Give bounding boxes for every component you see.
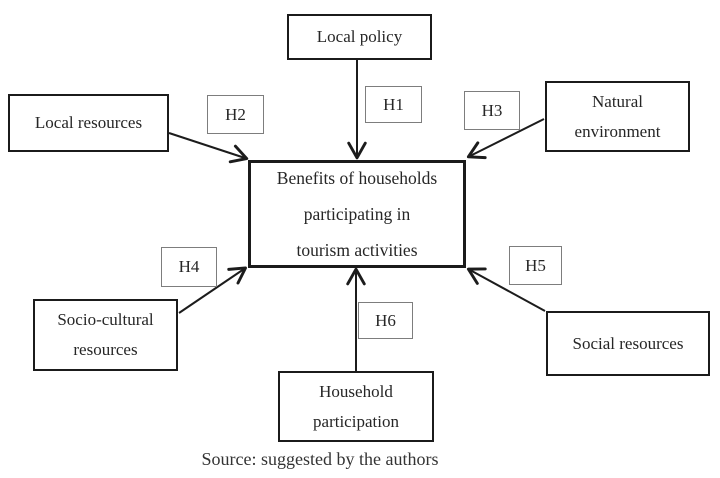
node-socio-cultural-resources: Socio-cultural resources [33, 299, 178, 371]
node-local-policy: Local policy [287, 14, 432, 60]
node-natural-environment: Natural environment [545, 81, 690, 152]
node-socio-cultural-line1: Socio-cultural [57, 310, 154, 329]
node-natural-environment-line1: Natural [592, 91, 643, 111]
hypothesis-h1-text: H1 [383, 94, 404, 114]
hypothesis-h5-text: H5 [525, 255, 546, 275]
arrow-h5-social-resources-to-center [466, 267, 546, 312]
node-household-participation: Household participation [278, 371, 434, 442]
node-natural-environment-line2: environment [574, 121, 661, 141]
hypothesis-label-h3: H3 [464, 91, 520, 130]
hypothesis-label-h2: H2 [207, 95, 264, 134]
node-center-line1: Benefits of households [276, 168, 438, 188]
arrow-h4-socio-cultural-to-center [178, 266, 247, 314]
node-center-line2: participating in [303, 204, 411, 224]
hypothesis-label-h4: H4 [161, 247, 217, 287]
node-social-resources: Social resources [546, 311, 710, 376]
hypothesis-label-h1: H1 [365, 86, 422, 123]
node-local-resources-label: Local resources [34, 113, 143, 132]
node-center-line3: tourism activities [296, 240, 418, 260]
hypothesis-h4-text: H4 [178, 257, 200, 276]
hypothesis-h3-text: H3 [481, 100, 503, 120]
node-household-line2: participation [313, 411, 399, 431]
hypothesis-h6-text: H6 [375, 310, 396, 330]
arrow-h2-local-resources-to-center [168, 132, 249, 164]
arrow-h3-natural-environment-to-center [466, 118, 545, 160]
hypothesis-label-h6: H6 [358, 302, 413, 339]
source-caption: Source: suggested by the authors [201, 449, 439, 469]
node-local-policy-label: Local policy [316, 27, 403, 46]
node-social-resources-label: Social resources [572, 333, 684, 353]
node-local-resources: Local resources [8, 94, 169, 152]
node-socio-cultural-line2: resources [73, 340, 138, 359]
hypothesis-h2-text: H2 [225, 104, 246, 124]
node-center-benefits: Benefits of households participating in … [248, 160, 466, 268]
node-household-line1: Household [319, 381, 393, 401]
hypothesis-label-h5: H5 [509, 246, 562, 285]
